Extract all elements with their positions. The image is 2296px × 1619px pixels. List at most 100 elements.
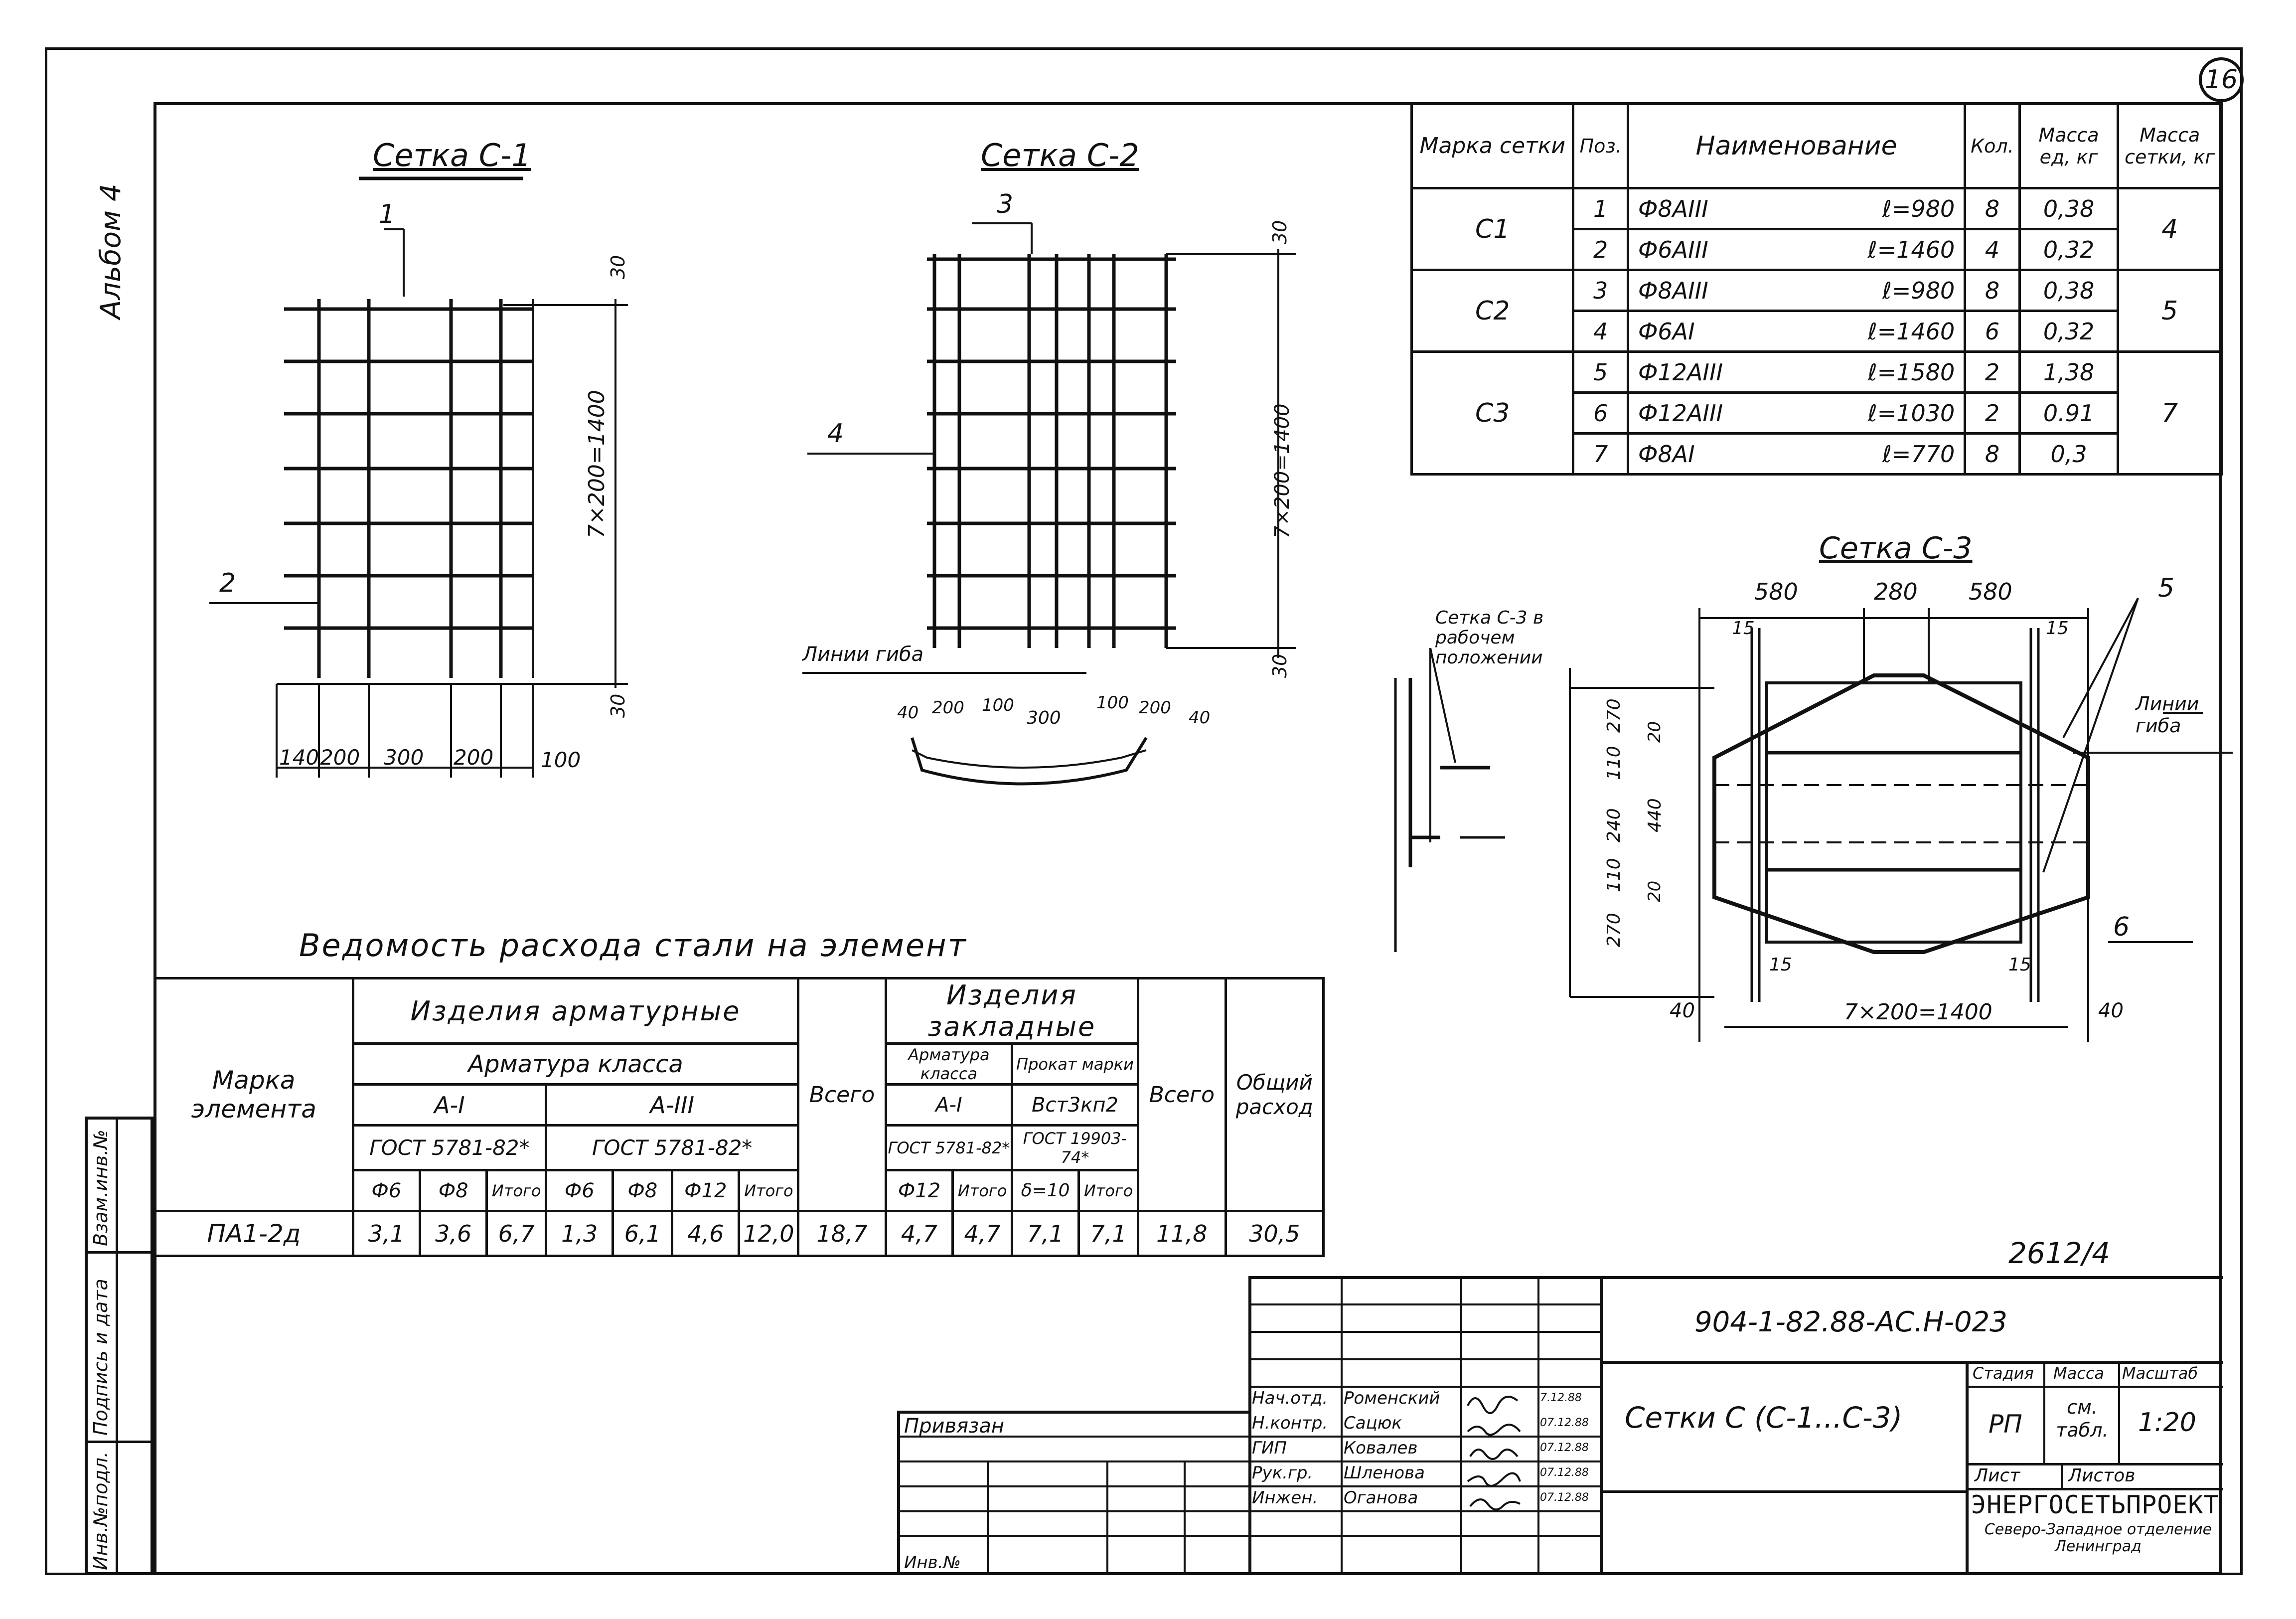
title-block: Нач.отд. Роменский 7.12.88 Н.контр. Сацю…	[897, 1276, 2223, 1575]
spec-pos: 3	[1572, 269, 1629, 312]
mesh-c2-arc-100b: 100	[1096, 693, 1129, 713]
mesh-c2-dim-bottom: 30	[1269, 653, 1291, 678]
mesh-c1-dim-bottom: 30	[607, 693, 629, 718]
mesh-c1-drawing	[209, 176, 628, 778]
steel-row-mark: ПА1-2д	[153, 1210, 354, 1257]
tb-date: 07.12.88	[1540, 1417, 1589, 1429]
steel-val: 7,1	[1077, 1210, 1139, 1257]
spec-unit: 0,38	[2018, 269, 2120, 312]
steel-h-total: Всего	[797, 977, 887, 1212]
tb-code: 904-1-82.88-АС.Н-023	[1694, 1306, 2007, 1338]
tb-hline	[1969, 1463, 2223, 1465]
steel-val: 30,5	[1224, 1210, 1325, 1257]
spec-pos: 7	[1572, 432, 1629, 476]
tb-list-h: Лист	[1975, 1465, 2020, 1486]
tb-hline	[1969, 1386, 2223, 1388]
mesh-c3-top-580a: 580	[1754, 578, 1798, 605]
mesh-c1-dim-140: 140	[279, 745, 319, 770]
steel-val: 12,0	[738, 1210, 800, 1257]
tb-person: Шленова	[1344, 1463, 1425, 1483]
mesh-c2-dim-top: 30	[1269, 220, 1291, 244]
tb-vline	[1460, 1276, 1462, 1575]
steel-h-emb-a1: А-I	[884, 1083, 1013, 1127]
mesh-c2-arc-40a: 40	[897, 703, 919, 723]
steel-sub: Итого	[1077, 1169, 1139, 1212]
mesh-c3-15b: 15	[2046, 618, 2069, 639]
mesh-c1-dim-100: 100	[541, 748, 581, 772]
tb-massa: см. табл.	[2056, 1396, 2109, 1441]
mesh-c3-inner-440: 440	[1645, 798, 1665, 832]
tb-left-frame	[1248, 1276, 1600, 1575]
tb-hline	[1248, 1358, 1600, 1360]
spec-mark-c1: С1	[1410, 187, 1575, 271]
steel-h-gost-a1: ГОСТ 5781-82*	[351, 1124, 548, 1171]
mesh-c1-dim-height: 7×200=1400	[584, 390, 610, 538]
spec-qty: 8	[1964, 432, 2021, 476]
mesh-c3-pos5: 5	[2158, 573, 2175, 603]
inner-frame	[153, 102, 2222, 1575]
mesh-c3-inner-20a: 20	[1645, 721, 1665, 743]
mesh-c3-left-270b: 270	[1604, 913, 1624, 947]
tb-person: Ковалев	[1344, 1438, 1418, 1458]
tb-massa-h: Масса	[2053, 1364, 2105, 1383]
steel-h-emb-arm: Арматура класса	[884, 1042, 1013, 1086]
tb-stadia: РП	[1989, 1410, 2022, 1439]
side-stamp-div1	[85, 1251, 153, 1254]
tb-vline	[1341, 1276, 1343, 1575]
steel-h-emb: Изделия закладные	[884, 977, 1140, 1045]
mesh-c3-15d: 15	[2008, 955, 2031, 975]
tb-date: 07.12.88	[1540, 1442, 1589, 1454]
mesh-c3-bottom-1400: 7×200=1400	[1844, 999, 1992, 1025]
steel-h-emb-vst: Вст3кп2	[1010, 1083, 1140, 1127]
steel-val: 6,1	[612, 1210, 674, 1257]
tb-role: Инжен.	[1252, 1488, 1318, 1508]
steel-sub: Итого	[951, 1169, 1013, 1212]
doc-number: 2612/4	[2008, 1236, 2111, 1270]
spec-pos: 2	[1572, 228, 1629, 271]
tb-hline	[897, 1436, 1600, 1438]
spec-mark-c3: С3	[1410, 350, 1575, 476]
mesh-c2-arc-300: 300	[1027, 708, 1061, 728]
spec-table: Марка сетки Поз. Наименование Кол. Масса…	[1410, 102, 2223, 476]
tb-signatures	[1467, 1396, 1521, 1511]
mesh-c2-dim-height: 7×200=1400	[1271, 403, 1294, 538]
steel-h-emb-total: Всего	[1137, 977, 1227, 1212]
mesh-c2-pos4: 4	[827, 419, 844, 449]
spec-pos: 4	[1572, 310, 1629, 353]
page-number: 16	[2199, 57, 2244, 102]
tb-hline	[897, 1535, 1600, 1537]
mesh-c1-pos1: 1	[379, 199, 396, 229]
steel-val: 4,6	[671, 1210, 741, 1257]
mesh-c3-inner-20b: 20	[1645, 880, 1665, 902]
tb-vline	[1537, 1276, 1539, 1575]
tb-date: 7.12.88	[1540, 1392, 1582, 1404]
tb-date: 07.12.88	[1540, 1491, 1589, 1504]
spec-pos: 1	[1572, 187, 1629, 230]
mesh-c3-bottom-40a: 40	[1670, 999, 1695, 1022]
spec-qty: 8	[1964, 269, 2021, 312]
mesh-c1-pos2: 2	[219, 568, 236, 598]
mesh-c2-arc-100a: 100	[982, 695, 1014, 715]
steel-sub: Итого	[738, 1169, 800, 1212]
mesh-c3-15c: 15	[1769, 955, 1792, 975]
tb-person: Роменский	[1344, 1388, 1440, 1408]
tb-hline	[1248, 1331, 1600, 1333]
mesh-c2-pos3: 3	[997, 189, 1014, 219]
steel-val: 4,7	[884, 1210, 954, 1257]
tb-privyazan: Привязан	[904, 1415, 1005, 1438]
spec-mass-c1: 4	[2117, 187, 2223, 271]
spec-unit: 0,32	[2018, 228, 2120, 271]
spec-h-mass: Масса сетки, кг	[2117, 102, 2223, 189]
steel-h-arm: Изделия арматурные	[351, 977, 800, 1045]
mesh-c3-pos6: 6	[2113, 912, 2130, 942]
mesh-c3-top-280: 280	[1874, 578, 1918, 605]
spec-mass-c3: 7	[2117, 350, 2223, 476]
steel-val: 18,7	[797, 1210, 887, 1257]
mesh-c1-dim-200b: 200	[454, 745, 494, 770]
spec-h-unit: Масса ед, кг	[2018, 102, 2120, 189]
steel-sub: Ф8	[612, 1169, 674, 1212]
tb-role: Рук.гр.	[1252, 1463, 1313, 1483]
tb-org: ЭНЕРГОСЕТЬПРОЕКТ	[1971, 1490, 2219, 1519]
